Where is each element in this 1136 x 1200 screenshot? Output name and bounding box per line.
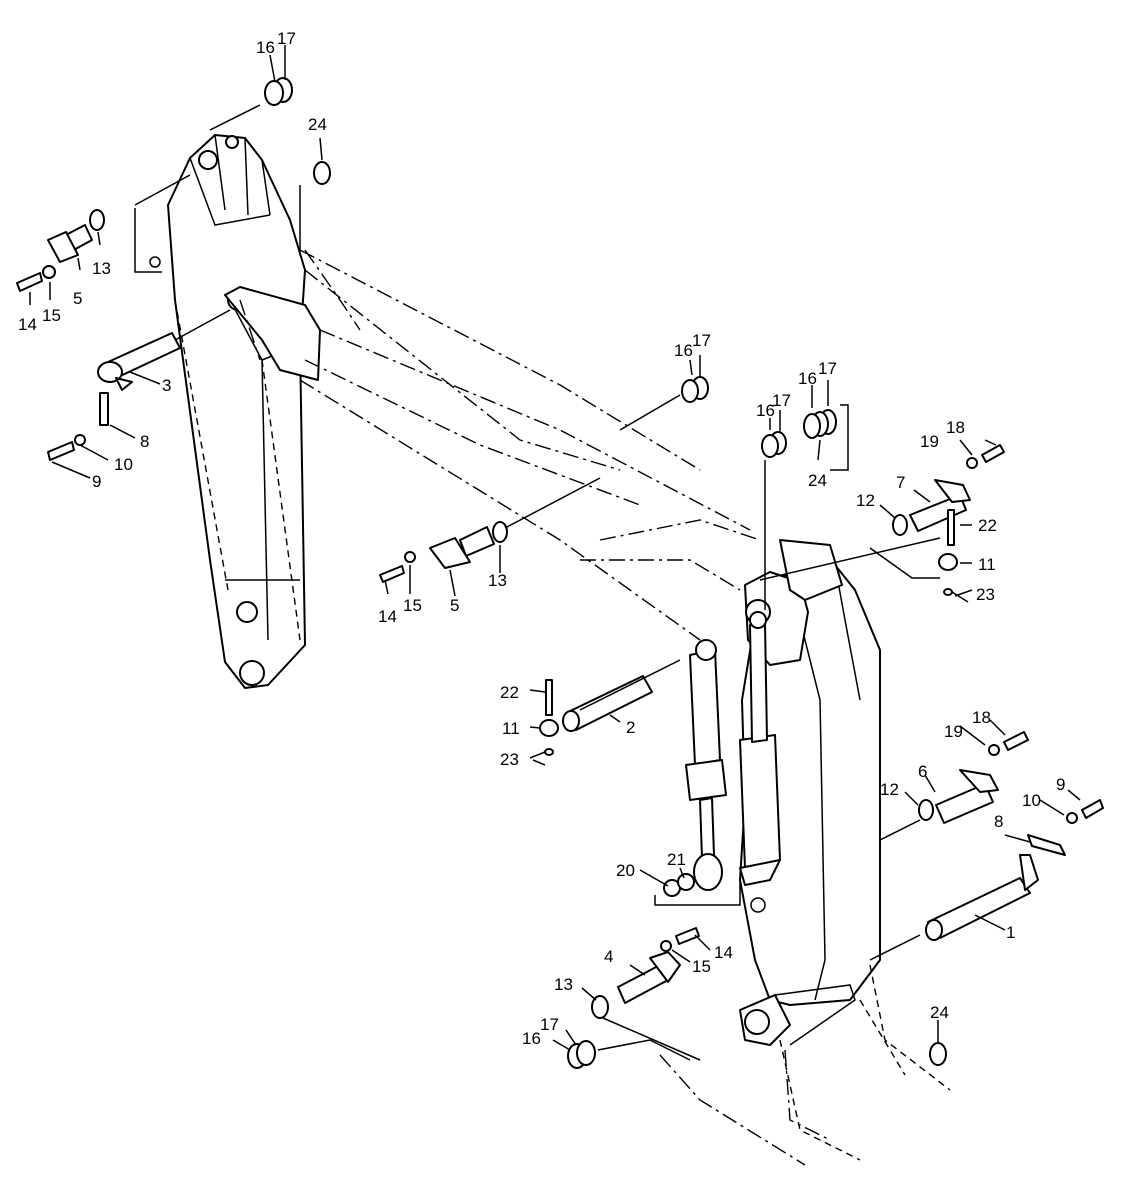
leader-lines	[29, 45, 1081, 1061]
arm-bottom-bore	[239, 660, 265, 686]
arm-assembly	[149, 134, 321, 689]
pin-5-mid	[429, 526, 495, 569]
callout-19: 19	[920, 432, 939, 451]
callout-6: 6	[918, 762, 927, 781]
boom-hidden-web	[779, 964, 951, 1161]
pin-7	[909, 479, 971, 532]
arm-cyl-mount	[224, 286, 321, 381]
callout-22: 22	[500, 683, 519, 702]
callout-17: 17	[818, 359, 837, 378]
boom-lower-phantom	[659, 1049, 831, 1166]
callout-5: 5	[450, 596, 459, 615]
boom-bracket	[779, 539, 843, 601]
arm-top-bore	[198, 150, 218, 170]
callout-16: 16	[798, 369, 817, 388]
callout-11: 11	[502, 719, 520, 738]
callout-3: 3	[162, 376, 171, 395]
callout-22: 22	[978, 516, 997, 535]
callout-15: 15	[403, 596, 422, 615]
pin-2	[562, 675, 653, 732]
callout-10: 10	[1022, 791, 1041, 810]
arm-hidden-outline	[174, 299, 301, 641]
callout-16: 16	[674, 341, 693, 360]
callout-23: 23	[976, 585, 995, 604]
callout-12: 12	[856, 491, 875, 510]
callout-15: 15	[42, 306, 61, 325]
arm-top-bore-2	[225, 135, 239, 149]
callout-21: 21	[667, 850, 686, 869]
pin-5-top	[47, 224, 93, 263]
pin-1	[925, 854, 1039, 941]
pin-3	[97, 332, 181, 391]
callout-5: 5	[73, 289, 82, 308]
callout-19: 19	[944, 722, 963, 741]
small-parts	[16, 77, 1104, 1069]
callout-10: 10	[114, 455, 133, 474]
callout-17: 17	[277, 29, 296, 48]
callout-20: 20	[616, 861, 635, 880]
boom-foot-lug	[774, 984, 856, 1046]
callout-1: 1	[1006, 923, 1015, 942]
callout-9: 9	[92, 472, 101, 491]
callout-13: 13	[554, 975, 573, 994]
callout-17: 17	[692, 331, 711, 350]
callout-9: 9	[1056, 775, 1065, 794]
callout-14: 14	[18, 315, 37, 334]
boom-foot-bore	[744, 1009, 770, 1035]
callout-labels: 16 17 24 13 5 14 15 3 8 10 9 16 17 16 17…	[18, 29, 1065, 1048]
phantom-lines	[239, 249, 761, 641]
callout-13: 13	[488, 571, 507, 590]
callout-13: 13	[92, 259, 111, 278]
callout-14: 14	[714, 943, 733, 962]
callout-23: 23	[500, 750, 519, 769]
callout-16: 16	[522, 1029, 541, 1048]
callout-11: 11	[978, 555, 996, 574]
callout-17: 17	[772, 391, 791, 410]
callout-17: 17	[540, 1015, 559, 1034]
pin-6	[935, 769, 999, 824]
cylinder-right	[739, 611, 781, 886]
callout-24: 24	[808, 471, 827, 490]
callout-18: 18	[972, 708, 991, 727]
boom-side-hole	[750, 897, 766, 913]
callout-8: 8	[994, 812, 1003, 831]
callout-16: 16	[756, 401, 775, 420]
callout-24: 24	[308, 115, 327, 134]
callout-15: 15	[692, 957, 711, 976]
callout-8: 8	[140, 432, 149, 451]
callout-18: 18	[946, 418, 965, 437]
arm-body	[167, 134, 306, 689]
boom-assembly	[659, 539, 951, 1166]
callout-16: 16	[256, 38, 275, 57]
callout-14: 14	[378, 607, 397, 626]
arm-top-plate	[189, 134, 271, 226]
cylinder-left	[685, 639, 727, 891]
callout-12: 12	[880, 780, 899, 799]
pin-4	[617, 951, 681, 1004]
arm-mid-bore	[236, 601, 258, 623]
arm-side-hole	[149, 256, 161, 268]
callout-7: 7	[896, 473, 905, 492]
callout-24: 24	[930, 1003, 949, 1022]
callout-4: 4	[604, 947, 613, 966]
callout-2: 2	[626, 718, 635, 737]
